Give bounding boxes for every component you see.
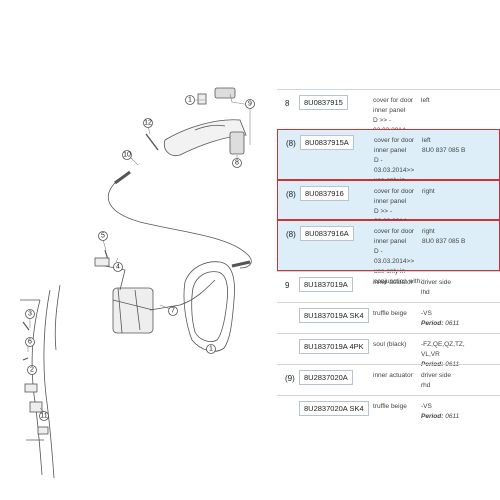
part-remark: driver side lhd xyxy=(421,278,499,298)
part-remark: left 8U0 837 085 B xyxy=(422,136,500,156)
part-remark-line: left xyxy=(421,97,430,104)
part-position: (9) xyxy=(285,374,295,383)
parts-table-row: 8U1837019A 4PK soul (black) -FZ,QE,QZ,TZ, V… xyxy=(277,333,500,368)
part-description-line: inner panel xyxy=(374,198,407,205)
part-description-line: cover for door xyxy=(373,97,414,104)
part-number-button[interactable]: 8U0837915 xyxy=(299,95,348,110)
callout-3: 3 xyxy=(28,311,32,318)
door-lock-mechanism xyxy=(112,287,154,334)
part-remark: -VS Period: 0611 xyxy=(421,309,499,329)
part-description-line: inner panel xyxy=(374,147,407,154)
handle-cover xyxy=(229,131,245,155)
part-remark: -VS Period: 0611 xyxy=(421,402,499,422)
callout-6: 6 xyxy=(28,339,32,346)
part-description-line: truffle beige xyxy=(373,403,407,410)
part-description: truffle beige xyxy=(373,309,423,319)
part-remark: right xyxy=(422,187,500,197)
callout-1: 1 xyxy=(188,97,192,104)
part-remark-line: VL,VR xyxy=(421,351,440,358)
part-description-line: truffle beige xyxy=(373,310,407,317)
part-description-line: inner actuator xyxy=(373,279,413,286)
part-description-line: inner actuator xyxy=(373,372,413,379)
part-remark-line: left xyxy=(422,137,431,144)
part-remark-line: right xyxy=(422,228,435,235)
callout-4: 4 xyxy=(116,264,120,271)
part-remark-line: driver side xyxy=(421,372,451,379)
part-description: inner actuator xyxy=(373,278,423,288)
part-remark-line: right xyxy=(422,188,435,195)
part-remark-line: -VS xyxy=(421,403,432,410)
callout-1b: 1 xyxy=(209,346,213,353)
part-number-button[interactable]: 8U2837020A xyxy=(299,370,353,385)
part-description-line: soul (black) xyxy=(373,341,407,348)
door-frame xyxy=(31,299,43,476)
part-remark-line: -VS xyxy=(421,310,432,317)
part-position: 9 xyxy=(285,281,290,290)
part-number-button[interactable]: 8U1837019A 4PK xyxy=(299,339,369,354)
part-number-button[interactable]: 8U0837915A xyxy=(300,135,354,150)
parts-table-row: (9) 8U2837020A inner actuator driver side rh… xyxy=(277,364,500,395)
part-description-line: conjunction with: xyxy=(374,278,423,285)
part-description-line: inner panel xyxy=(373,107,406,114)
part-remark-line: 8U0 837 085 B xyxy=(422,238,466,245)
part-position: (8) xyxy=(286,230,296,239)
callout-8: 8 xyxy=(235,160,239,167)
part-remark-line: -FZ,QE,QZ,TZ, xyxy=(421,341,465,348)
callout-10: 10 xyxy=(123,152,131,159)
part-remark-line: rhd xyxy=(421,382,431,389)
part-position: (8) xyxy=(286,139,296,148)
callout-12: 12 xyxy=(144,120,152,127)
part-number-button[interactable]: 8U1837019A SK4 xyxy=(299,308,369,323)
part-position: 8 xyxy=(285,99,290,108)
part-number-button[interactable]: 8U0837916A xyxy=(300,226,354,241)
part-number-button[interactable]: 8U1837019A xyxy=(299,277,353,292)
part-description-line: cover for door xyxy=(374,137,415,144)
period-value: 0611 xyxy=(445,320,460,327)
part-remark-line: lhd xyxy=(421,289,430,296)
part-description-line: cover for door xyxy=(374,228,415,235)
part-remark-line: 8U0 837 085 B xyxy=(422,147,466,154)
parts-table-row: 9 8U1837019A inner actuator driver side lhd xyxy=(277,271,500,302)
period-value: 0611 xyxy=(445,413,460,420)
callout-7: 7 xyxy=(171,308,175,315)
release-cable xyxy=(108,177,252,269)
door-frame-inner xyxy=(43,289,55,479)
part-description-line: inner panel xyxy=(374,238,407,245)
outer-handle-carrier xyxy=(183,261,235,352)
callout-2: 2 xyxy=(30,367,34,374)
part-description-line: D - 03.03.2014>> xyxy=(374,248,415,265)
part-number-button[interactable]: 8U2837020A SK4 xyxy=(299,401,369,416)
period-label: Period: xyxy=(421,320,444,327)
part-description: soul (black) xyxy=(373,340,423,350)
part-description-line: D - 03.03.2014>> xyxy=(374,157,415,174)
part-remark: right 8U0 837 085 B xyxy=(422,227,500,247)
callout-5: 5 xyxy=(101,233,105,240)
parts-table-row: (8) 8U0837916A cover for door inner panel D … xyxy=(277,220,500,285)
part-number-button[interactable]: 8U0837916 xyxy=(300,186,349,201)
parts-table-row: (8) 8U0837915A cover for door inner panel D … xyxy=(277,129,500,194)
callout-11: 11 xyxy=(40,413,47,420)
parts-table-row: 8U2837020A SK4 truffle beige -VS Period: 06… xyxy=(277,395,500,420)
parts-table-row: 8U1837019A SK4 truffle beige -VS Period: 06… xyxy=(277,302,500,333)
part-remark-line: driver side xyxy=(421,279,451,286)
part-description: inner actuator xyxy=(373,371,423,381)
part-description: truffle beige xyxy=(373,402,423,412)
part-position: (8) xyxy=(286,190,296,199)
period-label: Period: xyxy=(421,413,444,420)
part-remark: left xyxy=(421,96,499,106)
part-period: Period: 0611 xyxy=(421,412,499,422)
part-remark: driver side rhd xyxy=(421,371,499,391)
part-description-line: cover for door xyxy=(374,188,415,195)
part-period: Period: 0611 xyxy=(421,319,499,329)
exploded-parts-diagram: 1 9 8 12 10 5 4 7 1 3 6 2 11 xyxy=(20,87,255,479)
inner-door-handle xyxy=(163,119,247,157)
callout-9: 9 xyxy=(248,101,252,108)
